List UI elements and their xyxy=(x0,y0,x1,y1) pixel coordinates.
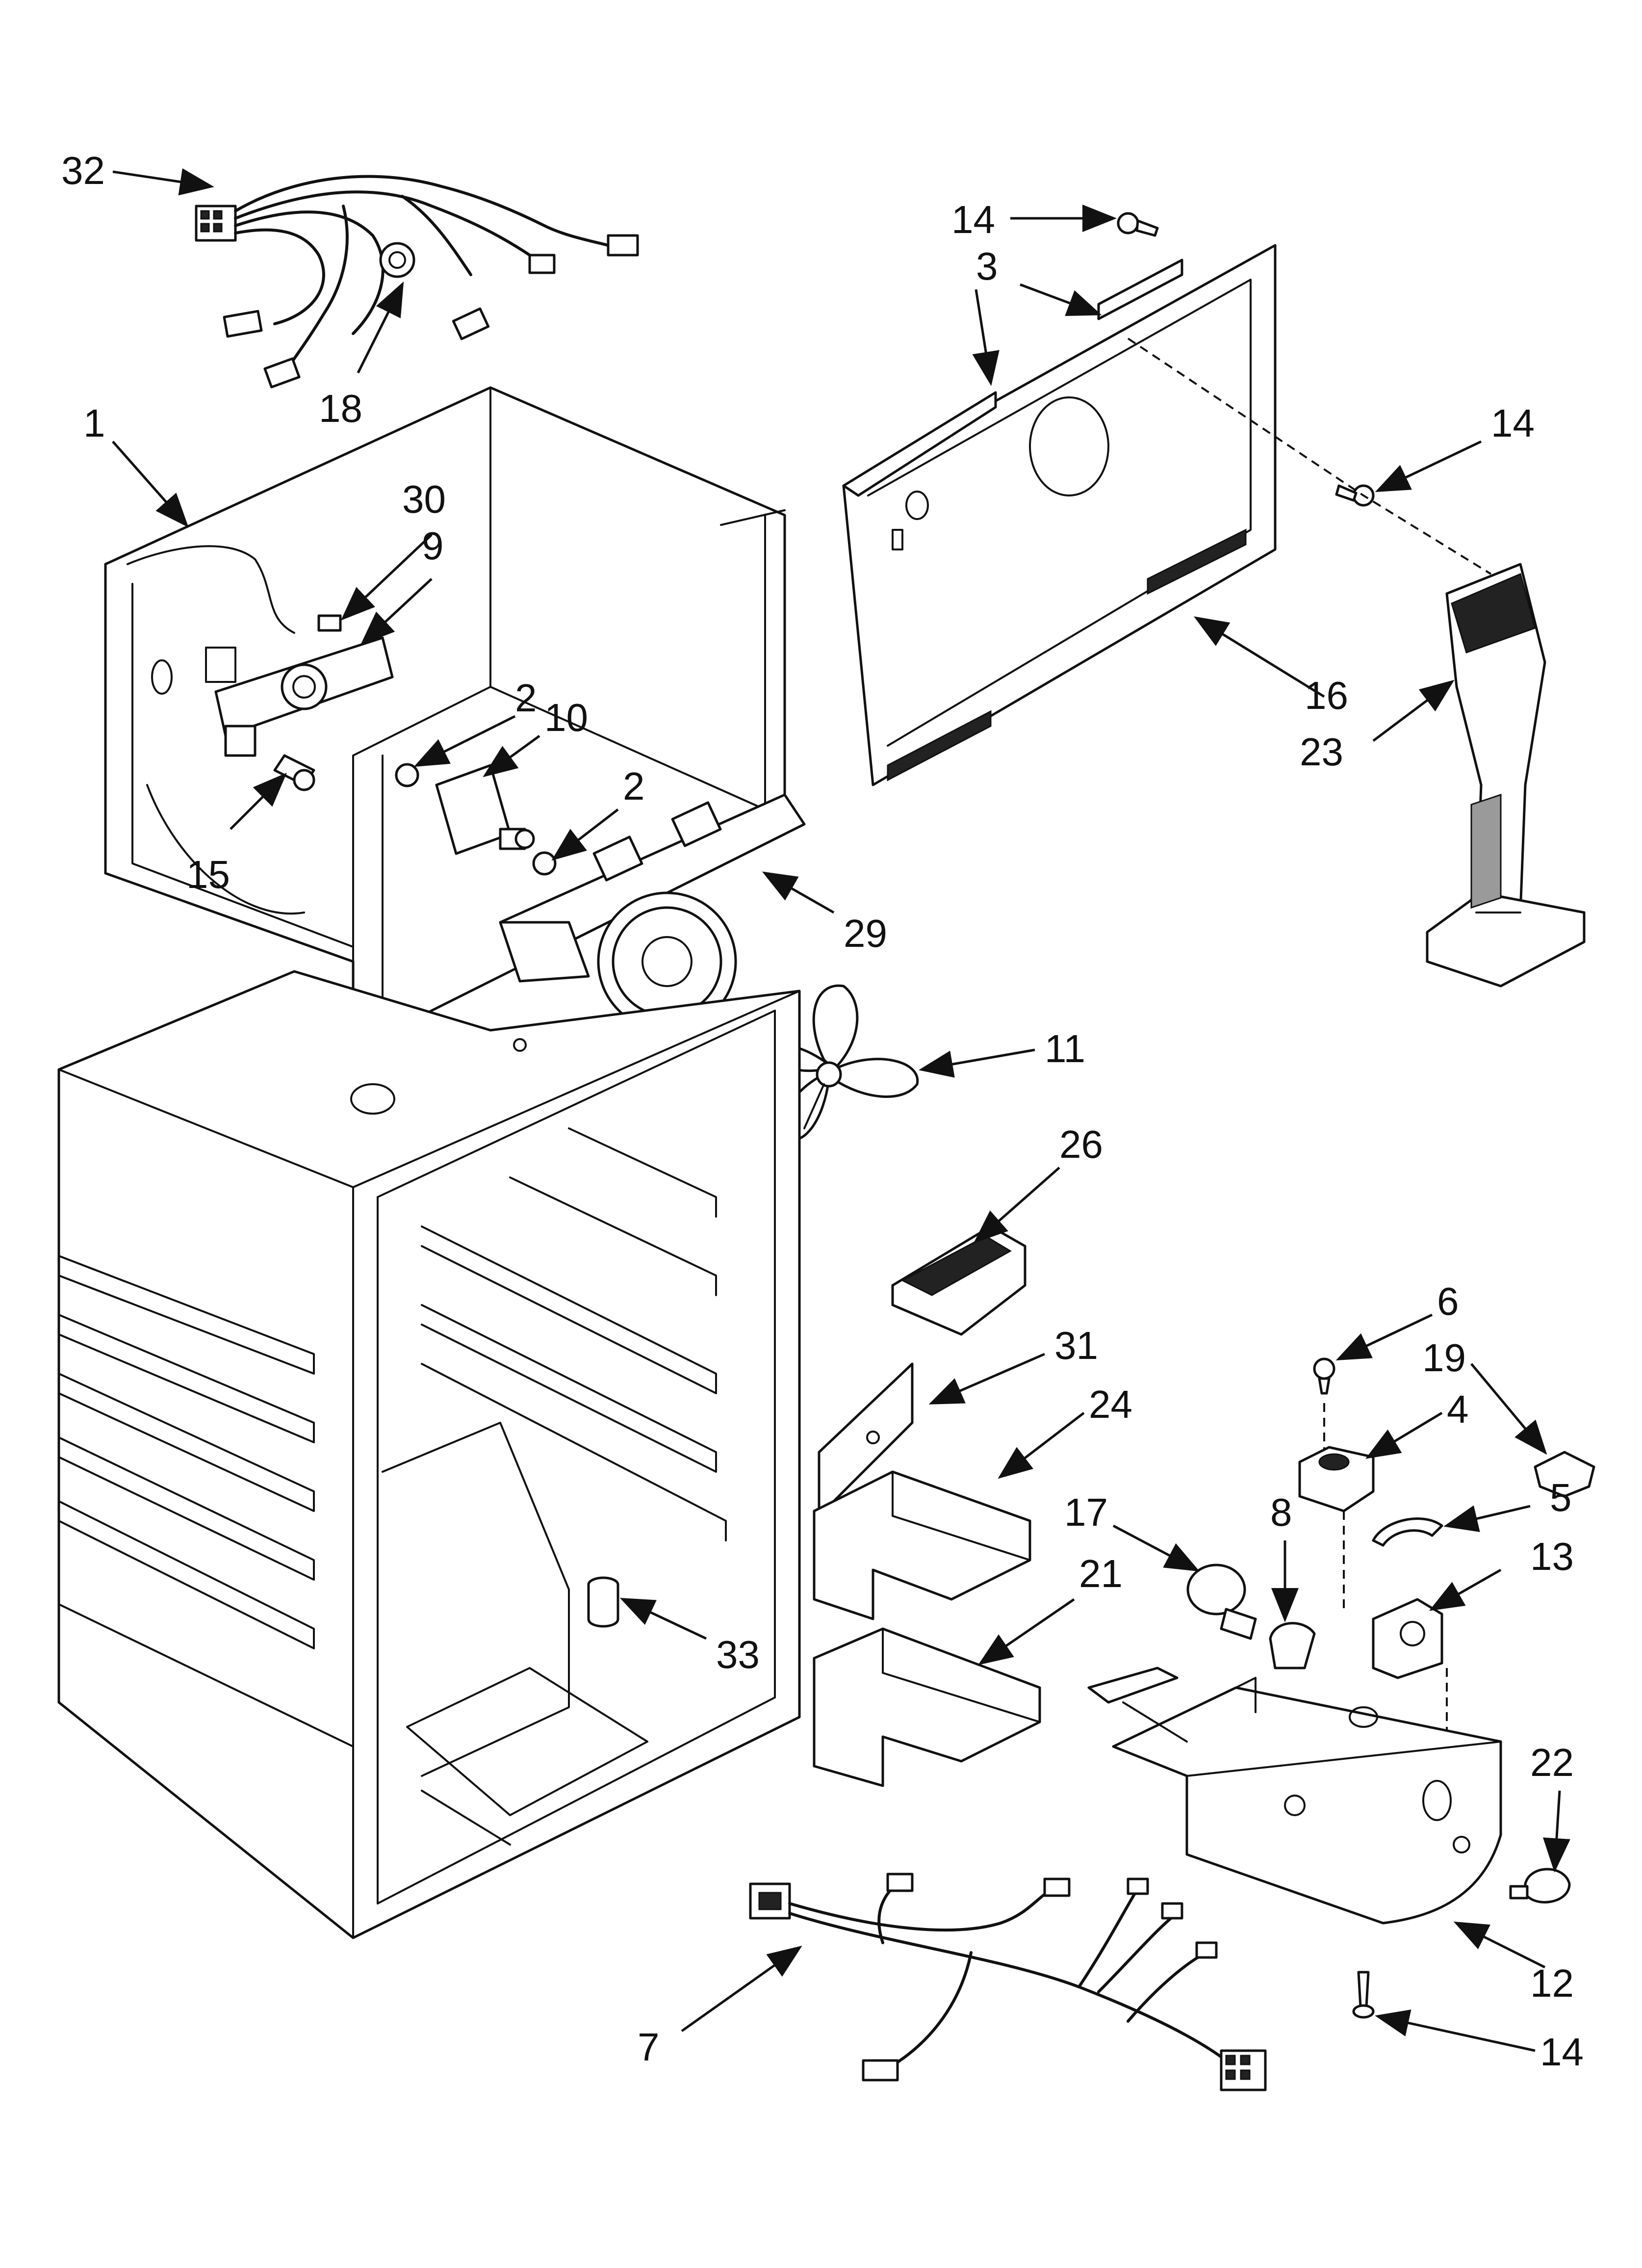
nut-2-lower xyxy=(532,851,557,876)
leader-14c xyxy=(1375,2009,1536,2052)
bulb-holder-8 xyxy=(1269,1622,1316,1669)
callout-23: 23 xyxy=(1300,730,1343,774)
temperature-control-10 xyxy=(435,764,535,855)
fan-bracket-29 xyxy=(499,793,806,1032)
nut-2-upper xyxy=(395,763,419,787)
clip-19 xyxy=(1534,1451,1595,1498)
callout-3: 3 xyxy=(976,244,998,288)
callout-15: 15 xyxy=(186,853,230,896)
leader-11 xyxy=(919,1048,1035,1078)
callout-14b: 14 xyxy=(1491,401,1535,445)
leader-31 xyxy=(928,1353,1045,1405)
leader-21 xyxy=(978,1598,1075,1665)
callout-18: 18 xyxy=(319,387,362,430)
air-duct-23 xyxy=(1426,563,1586,988)
leader-15 xyxy=(230,773,287,830)
screw-6 xyxy=(1313,1357,1335,1395)
callout-4: 4 xyxy=(1447,1387,1469,1431)
leader-1 xyxy=(112,441,189,528)
leader-12 xyxy=(1453,1921,1546,1969)
leader-4 xyxy=(1365,1411,1443,1459)
leader-5 xyxy=(1443,1505,1531,1532)
panel-guide-line xyxy=(1127,338,1492,575)
screw-14-bottom xyxy=(1352,1971,1375,2019)
leader-13 xyxy=(1429,1568,1502,1611)
leader-23 xyxy=(1372,679,1455,742)
callout-22: 22 xyxy=(1530,1741,1574,1784)
callout-5: 5 xyxy=(1550,1476,1572,1519)
leader-17 xyxy=(1112,1524,1200,1572)
refrigerator-cabinet xyxy=(57,970,801,1939)
callout-9: 9 xyxy=(422,524,444,568)
callout-11: 11 xyxy=(1045,1027,1085,1070)
control-bracket-9 xyxy=(214,636,394,757)
screw-15 xyxy=(273,754,315,791)
leader-33 xyxy=(619,1598,707,1640)
leader-29 xyxy=(762,871,835,914)
wire-harness-7 xyxy=(749,1873,1267,2091)
leader-10 xyxy=(483,734,540,778)
leader-2a xyxy=(413,715,516,767)
callout-24: 24 xyxy=(1089,1382,1132,1426)
plate-31-hole xyxy=(866,1431,880,1444)
light-bulb-17 xyxy=(1186,1564,1257,1640)
callout-2b: 2 xyxy=(623,764,645,808)
leader-2b xyxy=(551,808,619,861)
callout-2a: 2 xyxy=(515,676,537,720)
leader-3b xyxy=(972,289,1000,386)
leader-24 xyxy=(998,1412,1085,1479)
callout-7: 7 xyxy=(638,2025,660,2069)
knob-22 xyxy=(1509,1868,1571,1903)
leader-32 xyxy=(112,168,214,196)
housing-24 xyxy=(813,1470,1031,1620)
tube-5 xyxy=(1372,1517,1443,1547)
rear-panel-16 xyxy=(842,244,1277,786)
switch-26 xyxy=(891,1225,1026,1336)
callout-21: 21 xyxy=(1079,1552,1123,1595)
callout-14c: 14 xyxy=(1540,2030,1584,2074)
control-housing-12 xyxy=(1087,1667,1502,1925)
leader-30 xyxy=(340,534,433,621)
leader-22 xyxy=(1542,1790,1570,1873)
callout-19: 19 xyxy=(1422,1336,1466,1380)
leader-3a xyxy=(1020,283,1102,316)
leader-14b xyxy=(1375,440,1482,493)
leader-18 xyxy=(357,281,404,374)
leader-19 xyxy=(1470,1363,1547,1455)
wire-harness-32 xyxy=(195,175,639,389)
callout-14a: 14 xyxy=(951,198,995,241)
gasket-3-left xyxy=(842,391,997,497)
leader-6 xyxy=(1335,1313,1433,1360)
callout-32: 32 xyxy=(61,149,105,192)
leader-9 xyxy=(360,578,433,645)
socket-4 xyxy=(1298,1446,1375,1512)
callout-30: 30 xyxy=(402,477,446,521)
callout-16: 16 xyxy=(1305,674,1348,717)
callout-10: 10 xyxy=(544,696,588,739)
callout-17: 17 xyxy=(1064,1490,1108,1534)
leader-16 xyxy=(1194,616,1325,698)
thermostat-13 xyxy=(1372,1598,1443,1679)
callout-33: 33 xyxy=(716,1633,760,1676)
leader-26 xyxy=(973,1167,1060,1244)
callout-29: 29 xyxy=(844,912,887,955)
callout-31: 31 xyxy=(1054,1324,1098,1367)
callout-1: 1 xyxy=(83,401,105,445)
callout-8: 8 xyxy=(1270,1490,1292,1534)
plate-31 xyxy=(818,1362,914,1512)
callout-6: 6 xyxy=(1437,1279,1459,1323)
leader-7 xyxy=(681,1945,802,2033)
label-30 xyxy=(317,614,342,632)
housing-21 xyxy=(813,1627,1041,1787)
screw-14-top xyxy=(1117,212,1159,237)
callout-13: 13 xyxy=(1530,1535,1574,1578)
callout-12: 12 xyxy=(1530,1961,1574,2005)
callout-26: 26 xyxy=(1059,1122,1103,1166)
plug-33 xyxy=(587,1576,619,1628)
